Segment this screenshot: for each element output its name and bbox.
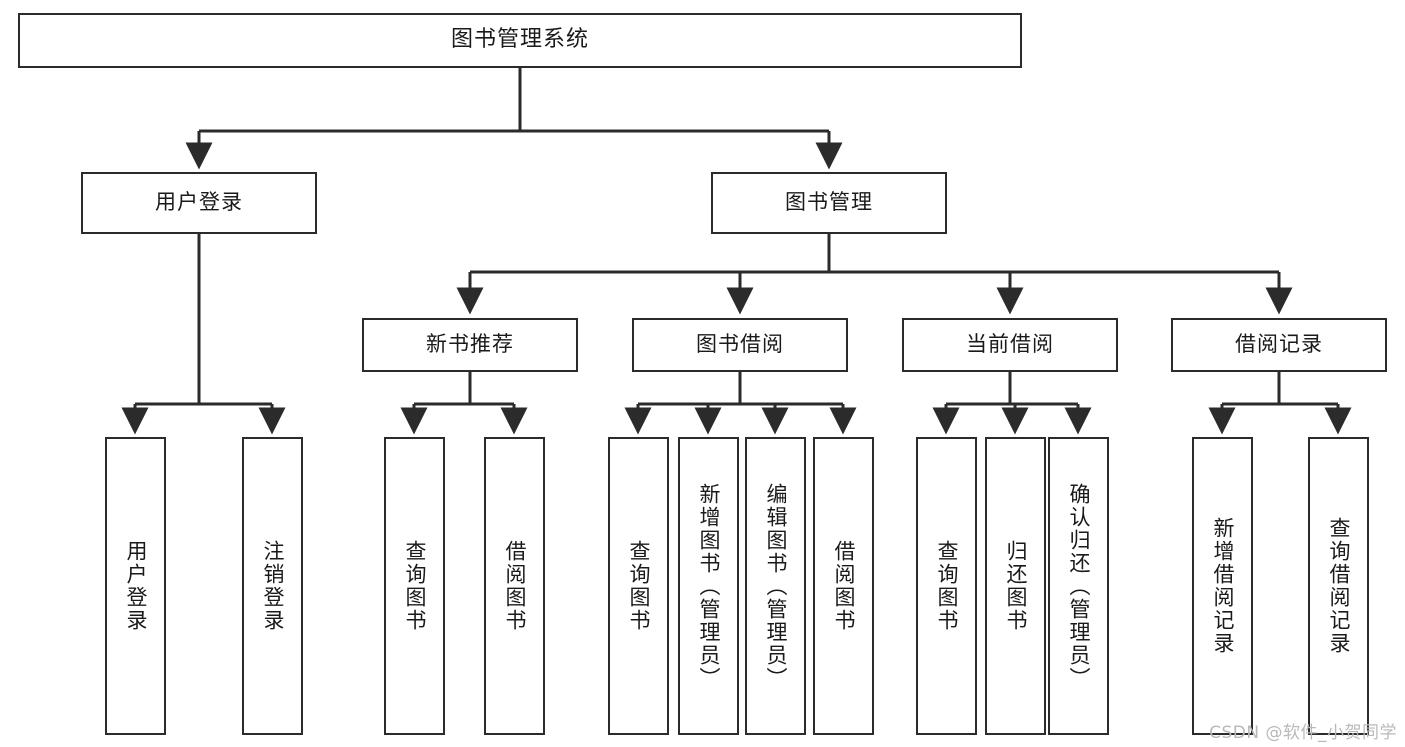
node-leaf-logout[interactable]: 注销登录 xyxy=(242,437,303,735)
node-leaf-borrow-book-1-label: 借阅图书 xyxy=(502,540,527,632)
node-user-login-label: 用户登录 xyxy=(155,190,243,215)
node-leaf-query-book-1[interactable]: 查询图书 xyxy=(384,437,445,735)
node-leaf-query-book-1-label: 查询图书 xyxy=(402,540,427,632)
node-borrow-record-label: 借阅记录 xyxy=(1235,332,1323,357)
node-new-book-recommend-label: 新书推荐 xyxy=(426,332,514,357)
node-leaf-return-book[interactable]: 归还图书 xyxy=(985,437,1046,735)
node-root[interactable]: 图书管理系统 xyxy=(18,13,1022,68)
node-leaf-query-record-label: 查询借阅记录 xyxy=(1326,517,1351,655)
node-leaf-query-book-3-label: 查询图书 xyxy=(934,540,959,632)
node-leaf-confirm-return[interactable]: 确认归还（管理员） xyxy=(1048,437,1109,735)
node-book-borrow-label: 图书借阅 xyxy=(696,332,784,357)
node-leaf-borrow-book-1[interactable]: 借阅图书 xyxy=(484,437,545,735)
node-current-borrow[interactable]: 当前借阅 xyxy=(902,318,1118,372)
node-leaf-edit-book[interactable]: 编辑图书（管理员） xyxy=(745,437,806,735)
node-leaf-user-login[interactable]: 用户登录 xyxy=(105,437,166,735)
node-book-borrow[interactable]: 图书借阅 xyxy=(632,318,848,372)
node-leaf-add-book-label: 新增图书（管理员） xyxy=(696,482,721,690)
node-user-login[interactable]: 用户登录 xyxy=(81,172,317,234)
node-leaf-query-book-2-label: 查询图书 xyxy=(626,540,651,632)
node-leaf-return-book-label: 归还图书 xyxy=(1003,540,1028,632)
node-book-manage[interactable]: 图书管理 xyxy=(711,172,947,234)
node-current-borrow-label: 当前借阅 xyxy=(966,332,1054,357)
node-leaf-add-book[interactable]: 新增图书（管理员） xyxy=(678,437,739,735)
node-root-label: 图书管理系统 xyxy=(450,27,589,53)
node-borrow-record[interactable]: 借阅记录 xyxy=(1171,318,1387,372)
csdn-watermark: CSDN @软件_小贺同学 xyxy=(1209,723,1397,743)
node-leaf-query-book-2[interactable]: 查询图书 xyxy=(608,437,669,735)
node-leaf-logout-label: 注销登录 xyxy=(260,540,285,632)
node-leaf-borrow-book-2-label: 借阅图书 xyxy=(831,540,856,632)
node-leaf-add-record-label: 新增借阅记录 xyxy=(1210,517,1235,655)
node-leaf-query-book-3[interactable]: 查询图书 xyxy=(916,437,977,735)
node-leaf-query-record[interactable]: 查询借阅记录 xyxy=(1308,437,1369,735)
node-leaf-edit-book-label: 编辑图书（管理员） xyxy=(763,482,788,690)
node-new-book-recommend[interactable]: 新书推荐 xyxy=(362,318,578,372)
node-leaf-confirm-return-label: 确认归还（管理员） xyxy=(1066,482,1091,690)
node-leaf-user-login-label: 用户登录 xyxy=(123,540,148,632)
node-book-manage-label: 图书管理 xyxy=(785,190,873,215)
node-leaf-add-record[interactable]: 新增借阅记录 xyxy=(1192,437,1253,735)
node-leaf-borrow-book-2[interactable]: 借阅图书 xyxy=(813,437,874,735)
